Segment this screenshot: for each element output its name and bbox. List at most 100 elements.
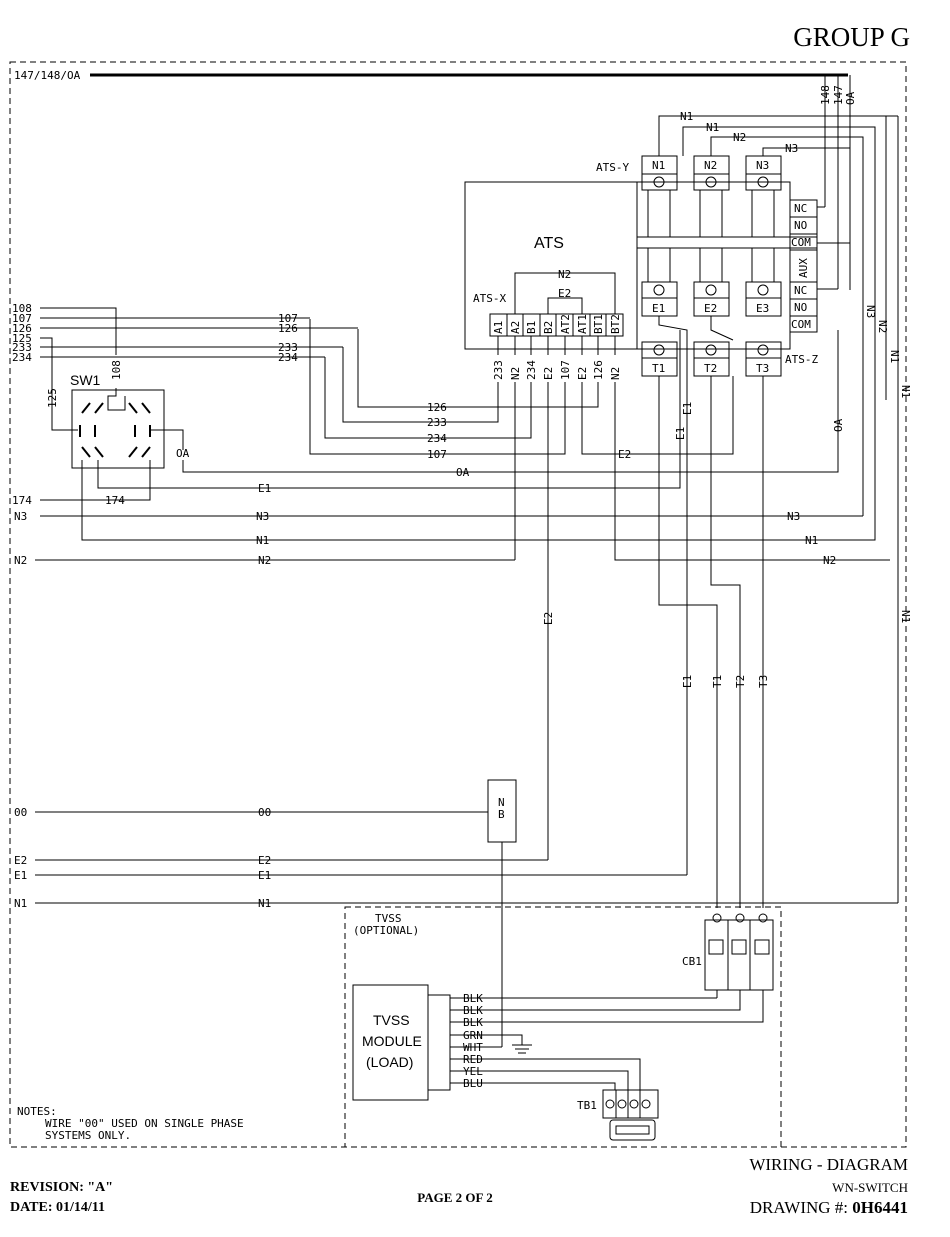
mid-wire-126: 126 [278, 322, 298, 335]
tvss-wire-blk-1: BLK [463, 992, 483, 1005]
x-term-bt2: BT2 [609, 314, 622, 334]
x-term-b2: B2 [542, 321, 555, 334]
t3-terminal-label: T3 [756, 362, 769, 375]
run-e1: E1 [258, 482, 271, 495]
n2-run-label: N2 [733, 131, 746, 144]
line-n1-mid: N1 [256, 534, 269, 547]
left-input-126: 126 [12, 322, 32, 335]
left-input-234: 234 [12, 351, 32, 364]
n1-vert-label: N1 [888, 350, 901, 363]
nb-label-n: N [498, 796, 505, 809]
n1-vert-label-2: N1 [899, 385, 912, 398]
line-n3-right: N3 [787, 510, 800, 523]
line-00-left: 00 [14, 806, 27, 819]
e1-vert-label: E1 [674, 427, 687, 440]
run-233: 233 [427, 416, 447, 429]
tvss-wire-blu: BLU [463, 1077, 483, 1090]
x-wire-234: 234 [525, 360, 538, 380]
ats-x-label: ATS-X [473, 292, 506, 305]
t3-vert-label: T3 [757, 675, 770, 688]
tvss-wire-wht: WHT [463, 1041, 483, 1054]
wire-148-label: 148 [819, 85, 832, 105]
n1-run-label-2: N1 [706, 121, 719, 134]
line-n3-mid: N3 [256, 510, 269, 523]
aux-label: AUX [797, 258, 810, 278]
drawing-border [9, 61, 907, 1148]
t2-terminal-label: T2 [704, 362, 717, 375]
page-indicator: PAGE 2 OF 2 [417, 1190, 493, 1205]
line-n2-right: N2 [823, 554, 836, 567]
drawing-subtitle: WN-SWITCH [832, 1180, 908, 1195]
ats-y-label: ATS-Y [596, 161, 629, 174]
x-jumper-e2: E2 [558, 287, 571, 300]
cb1-breaker [704, 919, 774, 991]
e1-terminal-label: E1 [652, 302, 665, 315]
notes-line1: WIRE "00" USED ON SINGLE PHASE [45, 1117, 244, 1130]
run-oa: OA [456, 466, 470, 479]
line-n1-right: N1 [805, 534, 818, 547]
aux-no-2: NO [794, 301, 807, 314]
e1-vert-label-2: E1 [681, 402, 694, 415]
left-input-125: 125 [12, 332, 32, 345]
drawing-number-line: DRAWING #: 0H6441 [750, 1198, 908, 1218]
tvss-wire-blk-3: BLK [463, 1016, 483, 1029]
line-n1-mid-2: N1 [258, 897, 271, 910]
t1-terminal-label: T1 [652, 362, 665, 375]
line-n2-mid: N2 [258, 554, 271, 567]
line-n3-left: N3 [14, 510, 27, 523]
tvss-wire-yel: YEL [463, 1065, 483, 1078]
t2-vert-label: T2 [734, 675, 747, 688]
sw1-wire-108: 108 [110, 360, 123, 380]
x-wire-e2-b: E2 [576, 367, 589, 380]
x-term-b1: B1 [525, 321, 538, 334]
n1-terminal-label: N1 [652, 159, 665, 172]
e3-terminal-label: E3 [756, 302, 769, 315]
x-wire-n2-b: N2 [609, 367, 622, 380]
line-e1-left: E1 [14, 869, 27, 882]
aux-no-1: NO [794, 219, 807, 232]
x-term-bt1: BT1 [592, 314, 605, 334]
mid-wire-107: 107 [278, 312, 298, 325]
aux-nc-2: NC [794, 284, 807, 297]
ats-z-label: ATS-Z [785, 353, 818, 366]
run-126: 126 [427, 401, 447, 414]
tvss-wire-red: RED [463, 1053, 483, 1066]
tvss-optional: (OPTIONAL) [353, 924, 419, 937]
mid-wire-233: 233 [278, 341, 298, 354]
sw1-wire-oa: OA [176, 447, 190, 460]
aux-com-1: COM [791, 236, 811, 249]
oa-vert-label: OA [832, 418, 845, 432]
line-e2-mid: E2 [258, 854, 271, 867]
left-input-107: 107 [12, 312, 32, 325]
tvss-wire-blk-2: BLK [463, 1004, 483, 1017]
n1-run-label: N1 [680, 110, 693, 123]
cb1-label: CB1 [682, 955, 702, 968]
line-174-left: 174 [12, 494, 32, 507]
n3-terminal-label: N3 [756, 159, 769, 172]
wire-147-label: 147 [832, 85, 845, 105]
x-wire-107: 107 [559, 360, 572, 380]
t1-vert-label: T1 [711, 675, 724, 688]
left-input-108: 108 [12, 302, 32, 315]
drawing-title: WIRING - DIAGRAM [749, 1155, 908, 1174]
drawing-number: 0H6441 [852, 1198, 908, 1217]
nb-label-b: B [498, 808, 505, 821]
tvss-module-line3: (LOAD) [366, 1054, 413, 1070]
left-input-233: 233 [12, 341, 32, 354]
sw1-label: SW1 [70, 372, 101, 388]
drawing-number-label: DRAWING #: [749, 1198, 853, 1217]
line-n2-left: N2 [14, 554, 27, 567]
group-title: GROUP G [793, 22, 910, 52]
tb1-label: TB1 [577, 1099, 597, 1112]
tvss-module-line2: MODULE [362, 1033, 422, 1049]
x-wire-n2-a: N2 [509, 367, 522, 380]
top-bus-label: 147/148/OA [14, 69, 81, 82]
tvss-title: TVSS [375, 912, 402, 925]
tvss-wire-grn: GRN [463, 1029, 483, 1042]
run-107: 107 [427, 448, 447, 461]
n3-vert-label: N3 [864, 305, 877, 318]
n3-run-label: N3 [785, 142, 798, 155]
sw1-wire-125: 125 [46, 388, 59, 408]
x-term-at2: AT2 [559, 314, 572, 334]
e2-vert-label: E2 [542, 612, 555, 625]
